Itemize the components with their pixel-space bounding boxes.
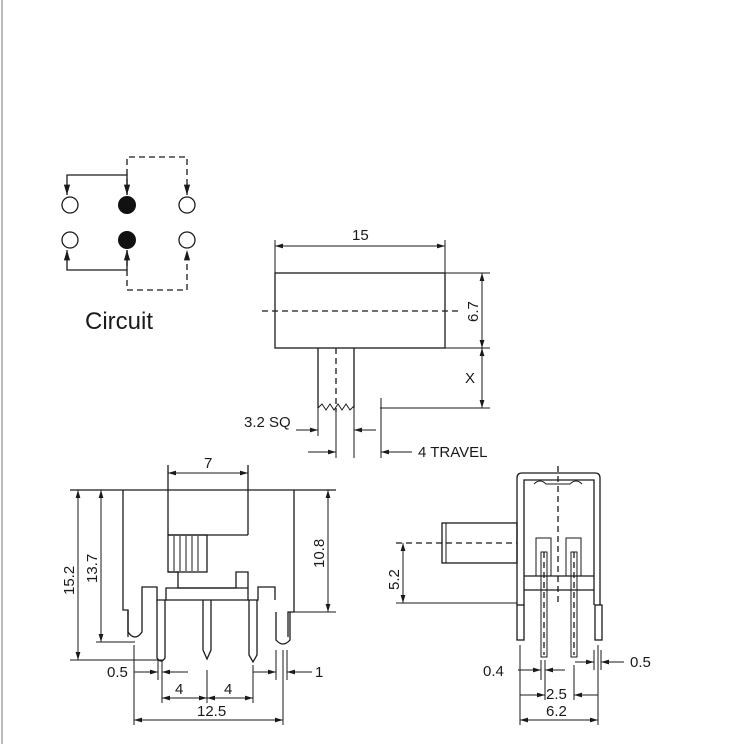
side-view: 5.2 0.4 0.5 2.5 6.2	[386, 466, 651, 725]
dim-pitch-right: 4	[224, 681, 232, 698]
dim-lug-thickness: 0.5	[630, 654, 651, 671]
dim-actuator-height: 5.2	[386, 569, 403, 590]
dim-slot-width: 7	[204, 455, 212, 472]
dim-pin-pitch: 2.5	[546, 686, 567, 703]
circuit-diagram: Circuit	[61, 156, 196, 335]
circuit-label: Circuit	[85, 308, 153, 335]
dim-actuator-size: 3.2 SQ	[244, 414, 291, 431]
dim-pin-width: 0.5	[107, 664, 128, 681]
dim-body-height: 10.8	[311, 539, 328, 568]
dim-body-width: 6.2	[546, 703, 567, 720]
dim-lug-height: 13.7	[84, 554, 101, 583]
dim-pin-span: 12.5	[197, 703, 226, 720]
dim-lug-width: 1	[315, 664, 323, 681]
front-view: 7 15.2 13.7 10.8 0.5 1 4 4 12.5	[61, 455, 336, 725]
dim-x: X	[465, 370, 475, 387]
dim-travel: 4 TRAVEL	[418, 444, 487, 461]
top-view: 15 6.7 X 3.2 SQ 4 TRAVEL	[244, 227, 490, 461]
dim-length: 15	[352, 227, 369, 244]
dim-pitch-left: 4	[175, 681, 183, 698]
dim-overall-height: 15.2	[61, 566, 78, 595]
dim-height: 6.7	[465, 301, 482, 322]
dim-pin-thickness: 0.4	[483, 663, 504, 680]
